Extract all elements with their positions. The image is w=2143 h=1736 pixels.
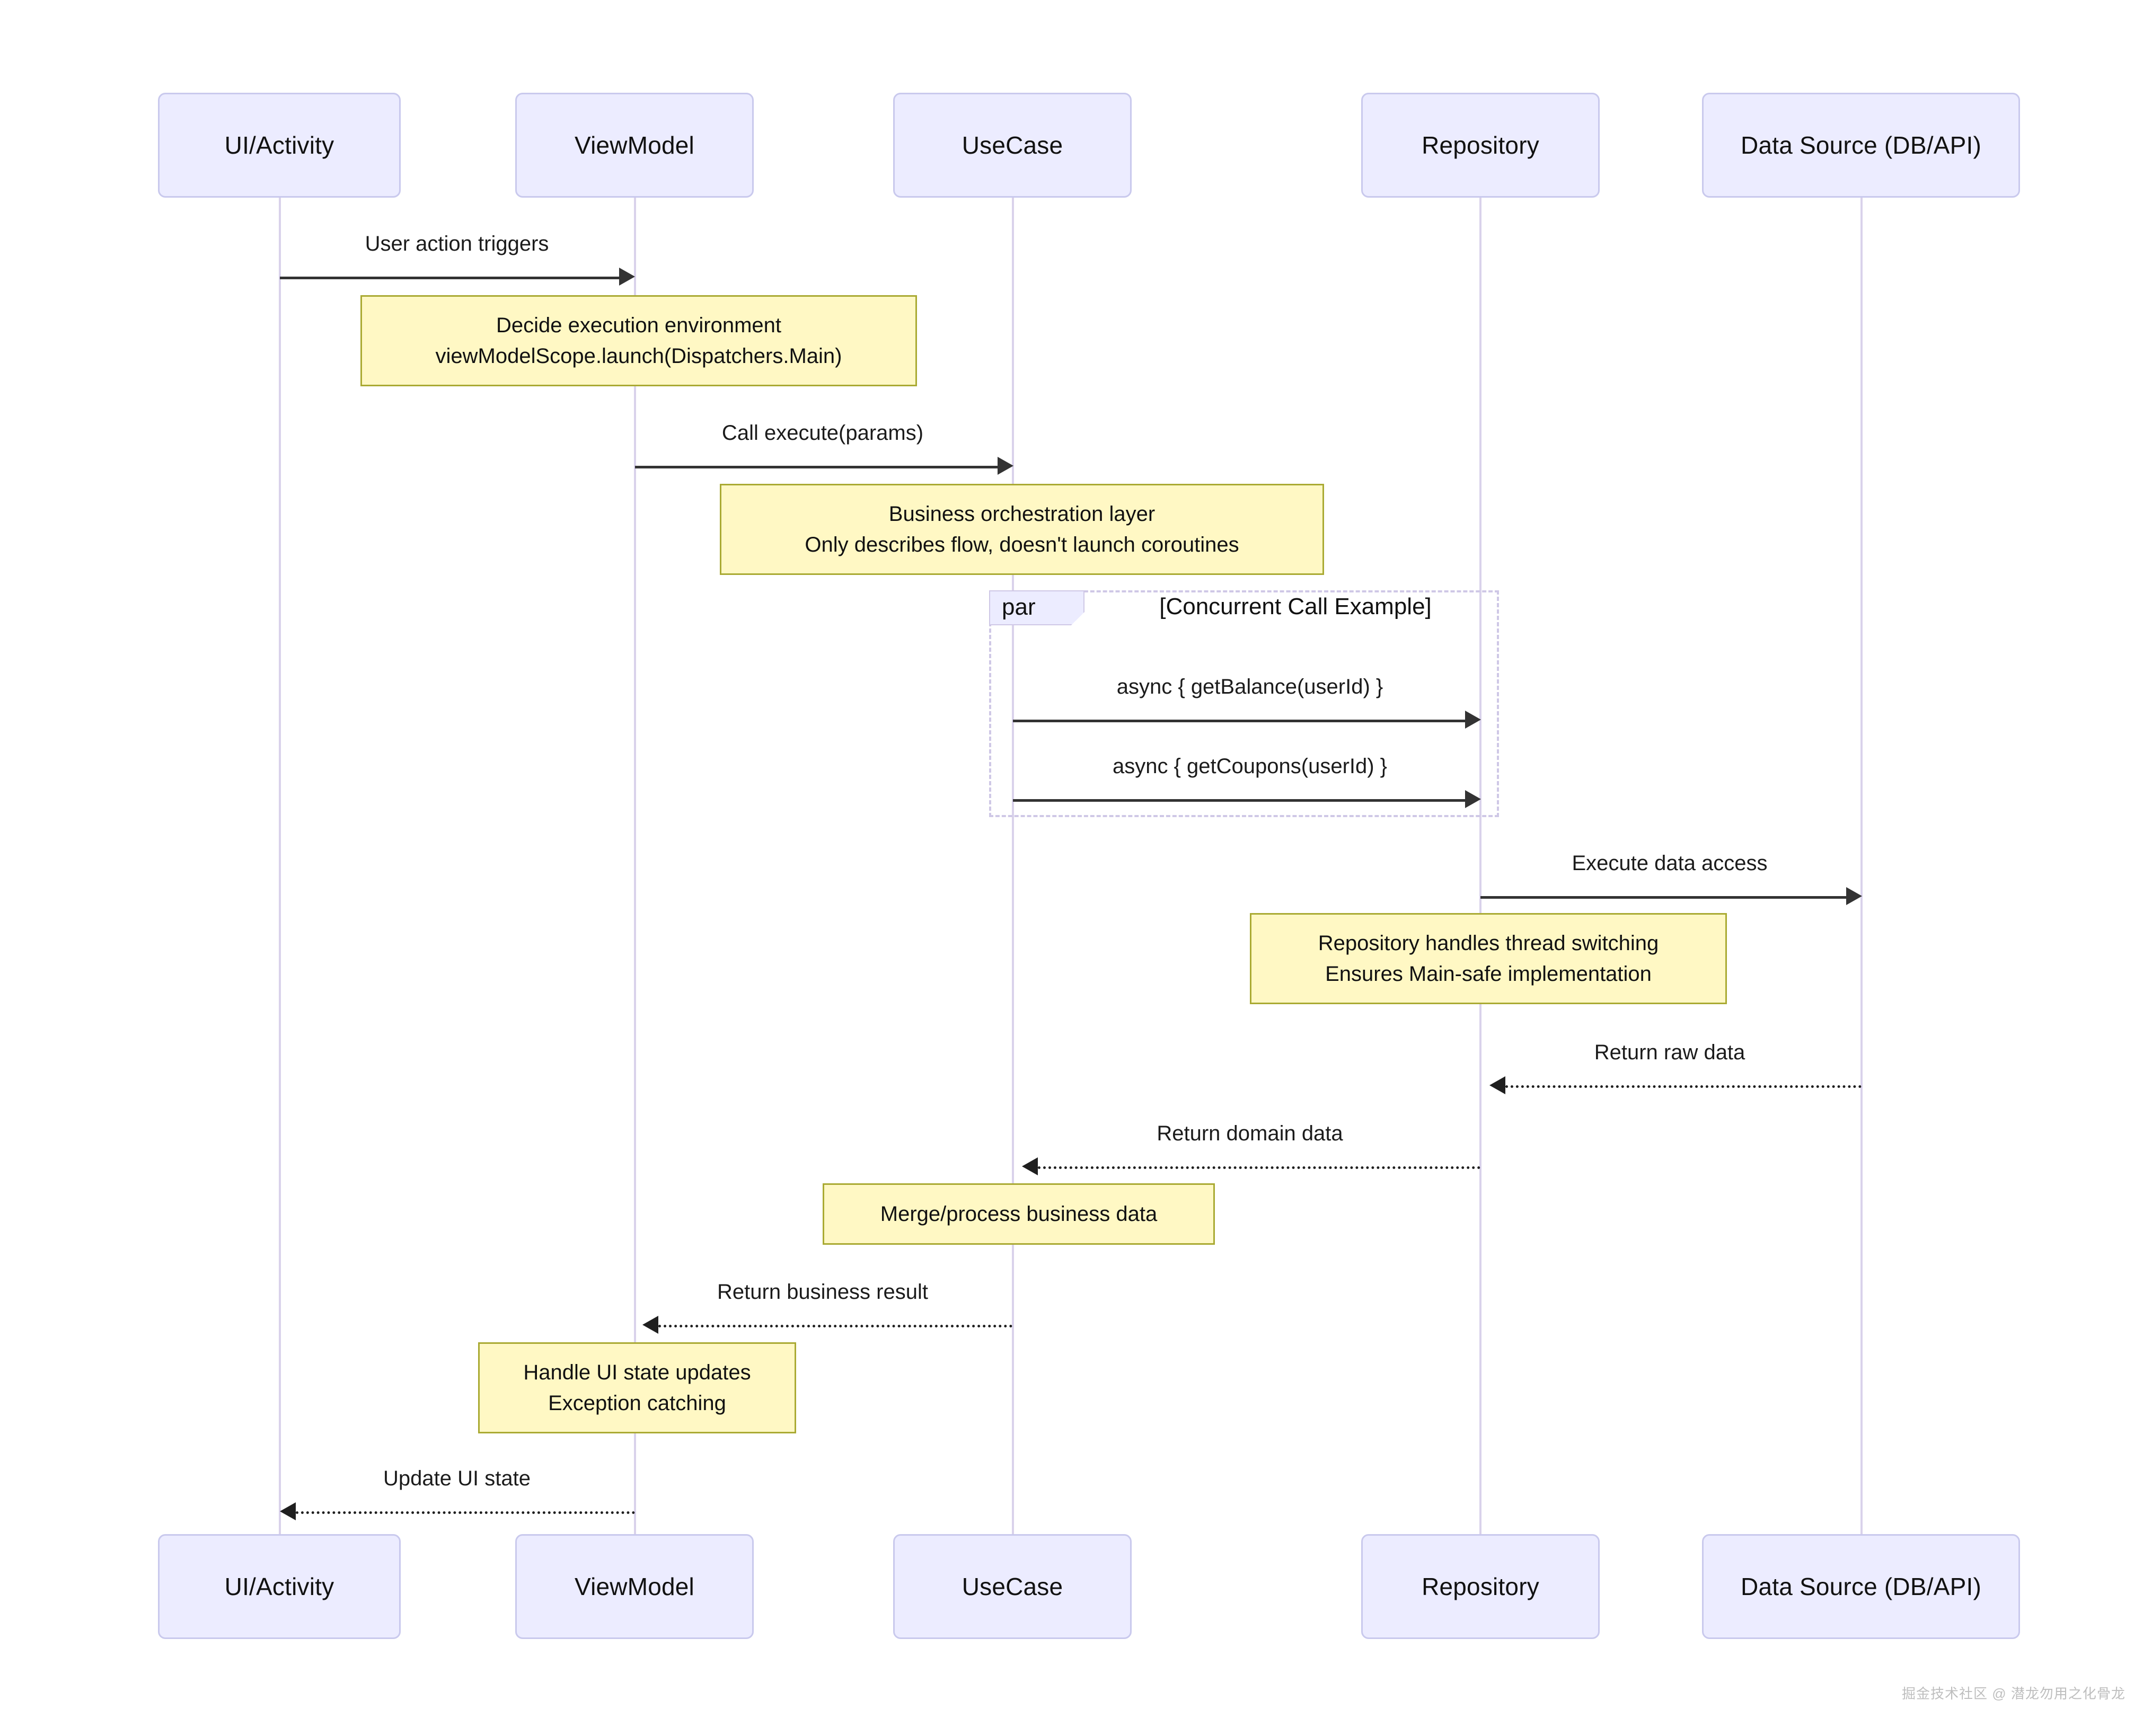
participant-label: UseCase bbox=[962, 131, 1063, 159]
message-label-user-action-triggers: User action triggers bbox=[365, 232, 549, 255]
arrow-head-update-ui-state bbox=[280, 1502, 296, 1520]
note-merge-process-business-data: Merge/process business data bbox=[823, 1183, 1215, 1245]
participant-bottom-ui-activity[interactable]: UI/Activity bbox=[158, 1534, 401, 1639]
participant-top-viewmodel[interactable]: ViewModel bbox=[515, 93, 754, 198]
note-line: Handle UI state updates bbox=[523, 1361, 751, 1384]
note-line: Ensures Main-safe implementation bbox=[1325, 962, 1652, 986]
message-line-async-get-balance bbox=[1013, 720, 1465, 722]
participant-label: ViewModel bbox=[575, 131, 694, 159]
message-line-return-raw-data bbox=[1505, 1085, 1862, 1088]
message-line-async-get-coupons bbox=[1013, 799, 1465, 802]
note-line: Repository handles thread switching bbox=[1318, 932, 1659, 955]
participant-bottom-viewmodel[interactable]: ViewModel bbox=[515, 1534, 754, 1639]
message-line-user-action-triggers bbox=[280, 277, 619, 279]
participant-top-data-source[interactable]: Data Source (DB/API) bbox=[1702, 93, 2020, 198]
participant-top-repository[interactable]: Repository bbox=[1361, 93, 1600, 198]
participant-label: Data Source (DB/API) bbox=[1741, 1573, 1981, 1600]
arrow-head-return-domain-data bbox=[1022, 1157, 1038, 1175]
message-line-execute-data-access bbox=[1480, 896, 1846, 899]
par-fragment-box bbox=[989, 590, 1499, 817]
note-decide-execution-environment: Decide execution environment viewModelSc… bbox=[360, 295, 917, 386]
participant-label: Repository bbox=[1422, 1573, 1539, 1600]
arrow-head-return-raw-data bbox=[1489, 1076, 1505, 1094]
note-repository-thread-switching: Repository handles thread switching Ensu… bbox=[1250, 913, 1727, 1004]
message-label-async-get-coupons: async { getCoupons(userId) } bbox=[1112, 755, 1388, 778]
par-fragment-title: [Concurrent Call Example] bbox=[1159, 594, 1432, 619]
message-label-update-ui-state: Update UI state bbox=[383, 1467, 531, 1490]
arrow-head-user-action-triggers bbox=[619, 268, 635, 286]
message-line-return-business-result bbox=[658, 1325, 1012, 1327]
participant-label: UI/Activity bbox=[224, 1573, 334, 1600]
participant-bottom-repository[interactable]: Repository bbox=[1361, 1534, 1600, 1639]
note-line: Decide execution environment bbox=[496, 314, 782, 337]
message-label-call-execute: Call execute(params) bbox=[721, 421, 924, 445]
message-label-return-domain-data: Return domain data bbox=[1157, 1122, 1343, 1145]
participant-label: ViewModel bbox=[575, 1573, 694, 1600]
note-line: Merge/process business data bbox=[880, 1202, 1158, 1226]
message-label-return-raw-data: Return raw data bbox=[1594, 1041, 1745, 1064]
participant-label: UseCase bbox=[962, 1573, 1063, 1600]
participant-label: Repository bbox=[1422, 131, 1539, 159]
participant-label: Data Source (DB/API) bbox=[1741, 131, 1981, 159]
note-business-orchestration-layer: Business orchestration layer Only descri… bbox=[720, 484, 1324, 575]
note-line: Only describes flow, doesn't launch coro… bbox=[805, 533, 1239, 556]
par-keyword-label: par bbox=[1002, 594, 1036, 620]
par-fragment-keyword[interactable]: par bbox=[989, 590, 1084, 625]
lifeline-repository bbox=[1479, 198, 1481, 1534]
arrow-head-execute-data-access bbox=[1846, 887, 1862, 905]
participant-bottom-usecase[interactable]: UseCase bbox=[893, 1534, 1132, 1639]
message-label-async-get-balance: async { getBalance(userId) } bbox=[1116, 675, 1383, 698]
arrow-head-call-execute bbox=[998, 457, 1013, 475]
participant-label: UI/Activity bbox=[224, 131, 334, 159]
watermark-text: 掘金技术社区 @ 潜龙勿用之化骨龙 bbox=[1902, 1686, 2126, 1702]
participant-top-usecase[interactable]: UseCase bbox=[893, 93, 1132, 198]
message-line-update-ui-state bbox=[296, 1511, 635, 1514]
note-line: viewModelScope.launch(Dispatchers.Main) bbox=[435, 344, 842, 368]
arrow-head-async-get-coupons bbox=[1465, 790, 1481, 808]
message-label-return-business-result: Return business result bbox=[717, 1280, 928, 1304]
message-line-call-execute bbox=[635, 466, 998, 468]
message-line-return-domain-data bbox=[1038, 1166, 1480, 1169]
arrow-head-return-business-result bbox=[642, 1316, 658, 1334]
lifeline-ui-activity bbox=[279, 198, 281, 1534]
message-label-execute-data-access: Execute data access bbox=[1572, 852, 1768, 875]
note-handle-ui-state-updates: Handle UI state updates Exception catchi… bbox=[478, 1342, 796, 1433]
arrow-head-async-get-balance bbox=[1465, 711, 1481, 729]
lifeline-viewmodel bbox=[634, 198, 636, 1534]
note-line: Business orchestration layer bbox=[888, 502, 1156, 526]
lifeline-usecase bbox=[1012, 198, 1014, 1534]
participant-top-ui-activity[interactable]: UI/Activity bbox=[158, 93, 401, 198]
lifeline-data-source bbox=[1860, 198, 1863, 1534]
participant-bottom-data-source[interactable]: Data Source (DB/API) bbox=[1702, 1534, 2020, 1639]
note-line: Exception catching bbox=[548, 1392, 726, 1415]
